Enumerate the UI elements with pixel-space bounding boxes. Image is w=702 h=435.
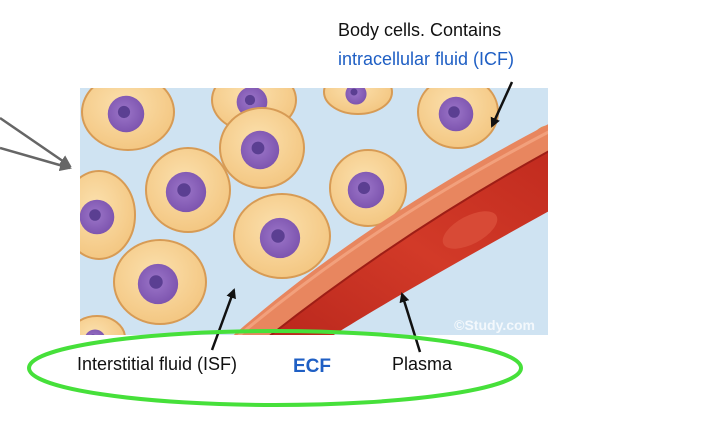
cell (113, 239, 207, 325)
cell-nucleolus (177, 183, 191, 197)
cell-nucleolus (91, 334, 95, 335)
cell-nucleolus (448, 106, 460, 118)
cell-nucleolus (271, 229, 285, 243)
cell-nucleolus (89, 209, 101, 221)
interstitial-fluid-label: Interstitial fluid (ISF) (77, 354, 238, 374)
cell-nucleolus (357, 181, 371, 195)
icf-label: intracellular fluid (ICF) (338, 49, 515, 69)
plasma-arrow (399, 292, 422, 353)
cell-nucleolus (117, 105, 131, 119)
cell (145, 147, 231, 233)
plasma-label: Plasma (392, 354, 453, 374)
body-cells-label: Body cells. Contains (338, 20, 502, 40)
cell (80, 315, 126, 335)
icf-arrow (490, 81, 514, 128)
tissue-illustration: ©Study.com (80, 88, 548, 335)
cell (329, 149, 407, 227)
cell (219, 107, 305, 189)
ecf-ellipse (27, 329, 523, 407)
left-pointer-arrow-2 (0, 146, 72, 172)
blood-vessel (233, 124, 548, 335)
isf-arrow (210, 288, 236, 351)
red-blood-cell (442, 211, 498, 249)
cell (323, 88, 393, 115)
cell (417, 88, 499, 149)
cell (233, 193, 331, 279)
vessel-inner-edge (269, 150, 548, 335)
cell-nucleolus (251, 141, 265, 155)
ecf-label: ECF (293, 356, 331, 377)
left-pointer-arrow-1 (0, 116, 72, 168)
vessel-plasma (270, 151, 548, 335)
cell-nucleolus (149, 275, 163, 289)
cell-nucleus (85, 329, 105, 335)
watermark: ©Study.com (454, 317, 535, 333)
cell-nucleolus (350, 88, 358, 96)
cell (80, 170, 136, 260)
vessel-wall-highlight (237, 130, 548, 335)
cell-nucleolus (244, 94, 256, 106)
cell (81, 88, 175, 151)
